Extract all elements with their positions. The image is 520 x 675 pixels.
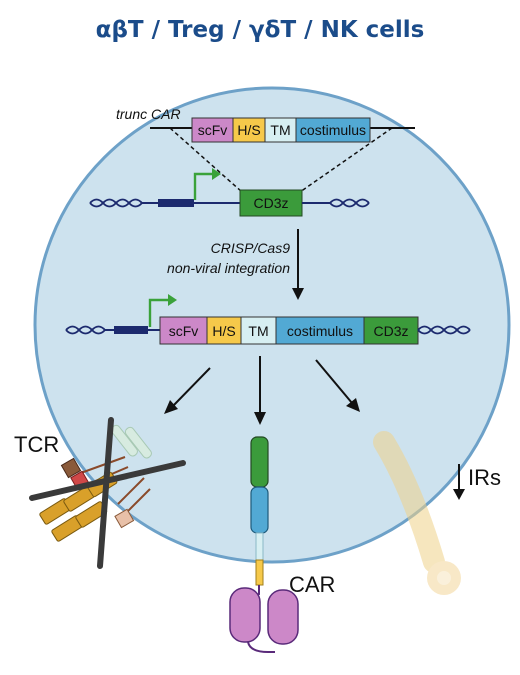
top-segment-tm-label: TM — [270, 122, 290, 138]
exon-block — [158, 199, 194, 207]
car-scfv-vh — [229, 587, 261, 643]
promoter-arrow — [193, 172, 212, 200]
cd3-stalk-3 — [117, 477, 145, 505]
dna-helix-left-integrated — [65, 325, 106, 335]
bottom-segment-hs-label: H/S — [212, 323, 235, 339]
bottom-segment-scfv-label: scFv — [169, 323, 199, 339]
bottom-segment-cd3z — [363, 316, 419, 345]
ir-stalk — [373, 431, 445, 573]
arrow-to-tcr — [171, 367, 211, 408]
car-scfv-linker — [247, 641, 275, 653]
dna-strand-b — [89, 198, 143, 208]
top-segment-hs-label: H/S — [237, 122, 260, 138]
dna-strand-a — [65, 325, 106, 335]
integrated-exon-block — [114, 326, 148, 334]
top-segment-costimulus — [295, 117, 371, 143]
trunc-car-construct: trunc CAR scFv H/S TM costimulus — [116, 106, 415, 193]
right-homology-line — [299, 127, 393, 193]
cd3-domain-brown — [60, 457, 82, 479]
cd3-stalk-1 — [77, 456, 126, 475]
dna-helix-right — [329, 198, 370, 208]
bottom-segment-cd3z-label: CD3z — [373, 323, 408, 339]
outcome-arrows — [171, 356, 353, 414]
car-hinge — [255, 559, 264, 586]
genomic-locus: CD3z — [89, 168, 370, 217]
car-costimulatory-domain — [250, 486, 269, 534]
car-cd3z-domain — [250, 436, 269, 488]
ir-head-center — [437, 571, 451, 585]
dna-helix-right-integrated — [417, 325, 471, 335]
top-segment-scfv — [191, 117, 234, 143]
integrated-promoter-arrow — [148, 298, 168, 327]
bottom-segment-costimulus-label: costimulus — [287, 323, 353, 339]
dna-strand-a — [329, 198, 370, 208]
bottom-segment-costimulus — [275, 316, 365, 345]
dna-strand-b — [65, 325, 106, 335]
bottom-segment-tm-label: TM — [248, 323, 268, 339]
arrow-to-tcr-head — [164, 400, 178, 414]
arrow-to-irs — [315, 359, 353, 404]
car-label: CAR — [289, 572, 335, 597]
integrated-locus: scFv H/S TM costimulus CD3z — [65, 294, 471, 345]
cd3-domain-peach — [114, 508, 135, 529]
cross-out-line-2 — [97, 417, 114, 569]
trunc-car-label-text: trunc CAR — [116, 106, 181, 122]
top-segment-tm — [264, 117, 297, 143]
dna-strand-b — [417, 325, 471, 335]
irs-down-arrow-head — [453, 489, 465, 500]
top-segment-hs — [232, 117, 266, 143]
arrow-to-car-head — [254, 412, 266, 425]
tcr-complex — [29, 417, 186, 569]
tcr-label: TCR — [14, 432, 59, 457]
integrated-promoter-arrow-head — [168, 294, 177, 306]
bottom-segment-hs — [206, 316, 242, 345]
cd3-stalk-4 — [125, 488, 151, 514]
promoter-arrow-head — [212, 168, 221, 180]
trunc-car-label: trunc CAR — [116, 106, 181, 122]
integration-arrow-head — [292, 288, 304, 300]
method-line-2: non-viral integration — [167, 260, 290, 276]
dna-strand-b — [329, 198, 370, 208]
dna-helix-left — [89, 198, 143, 208]
car-molecule — [229, 436, 299, 653]
tcr-chain-upper-b — [124, 426, 152, 459]
cd3z-locus-box — [239, 189, 303, 217]
top-segment-scfv-label: scFv — [198, 122, 228, 138]
arrow-to-irs-head — [346, 398, 360, 412]
car-transmembrane — [255, 532, 264, 561]
top-segment-costimulus-label: costimulus — [300, 122, 366, 138]
method-line-1: CRISP/Cas9 — [211, 240, 291, 256]
figure-title: αβT / Treg / γδT / NK cells — [96, 17, 425, 43]
inhibitory-receptor — [373, 431, 461, 595]
irs-label: IRs — [468, 465, 501, 490]
left-homology-line — [169, 127, 243, 193]
cd3z-locus-label: CD3z — [253, 195, 288, 211]
car-scfv-vl — [267, 589, 299, 645]
